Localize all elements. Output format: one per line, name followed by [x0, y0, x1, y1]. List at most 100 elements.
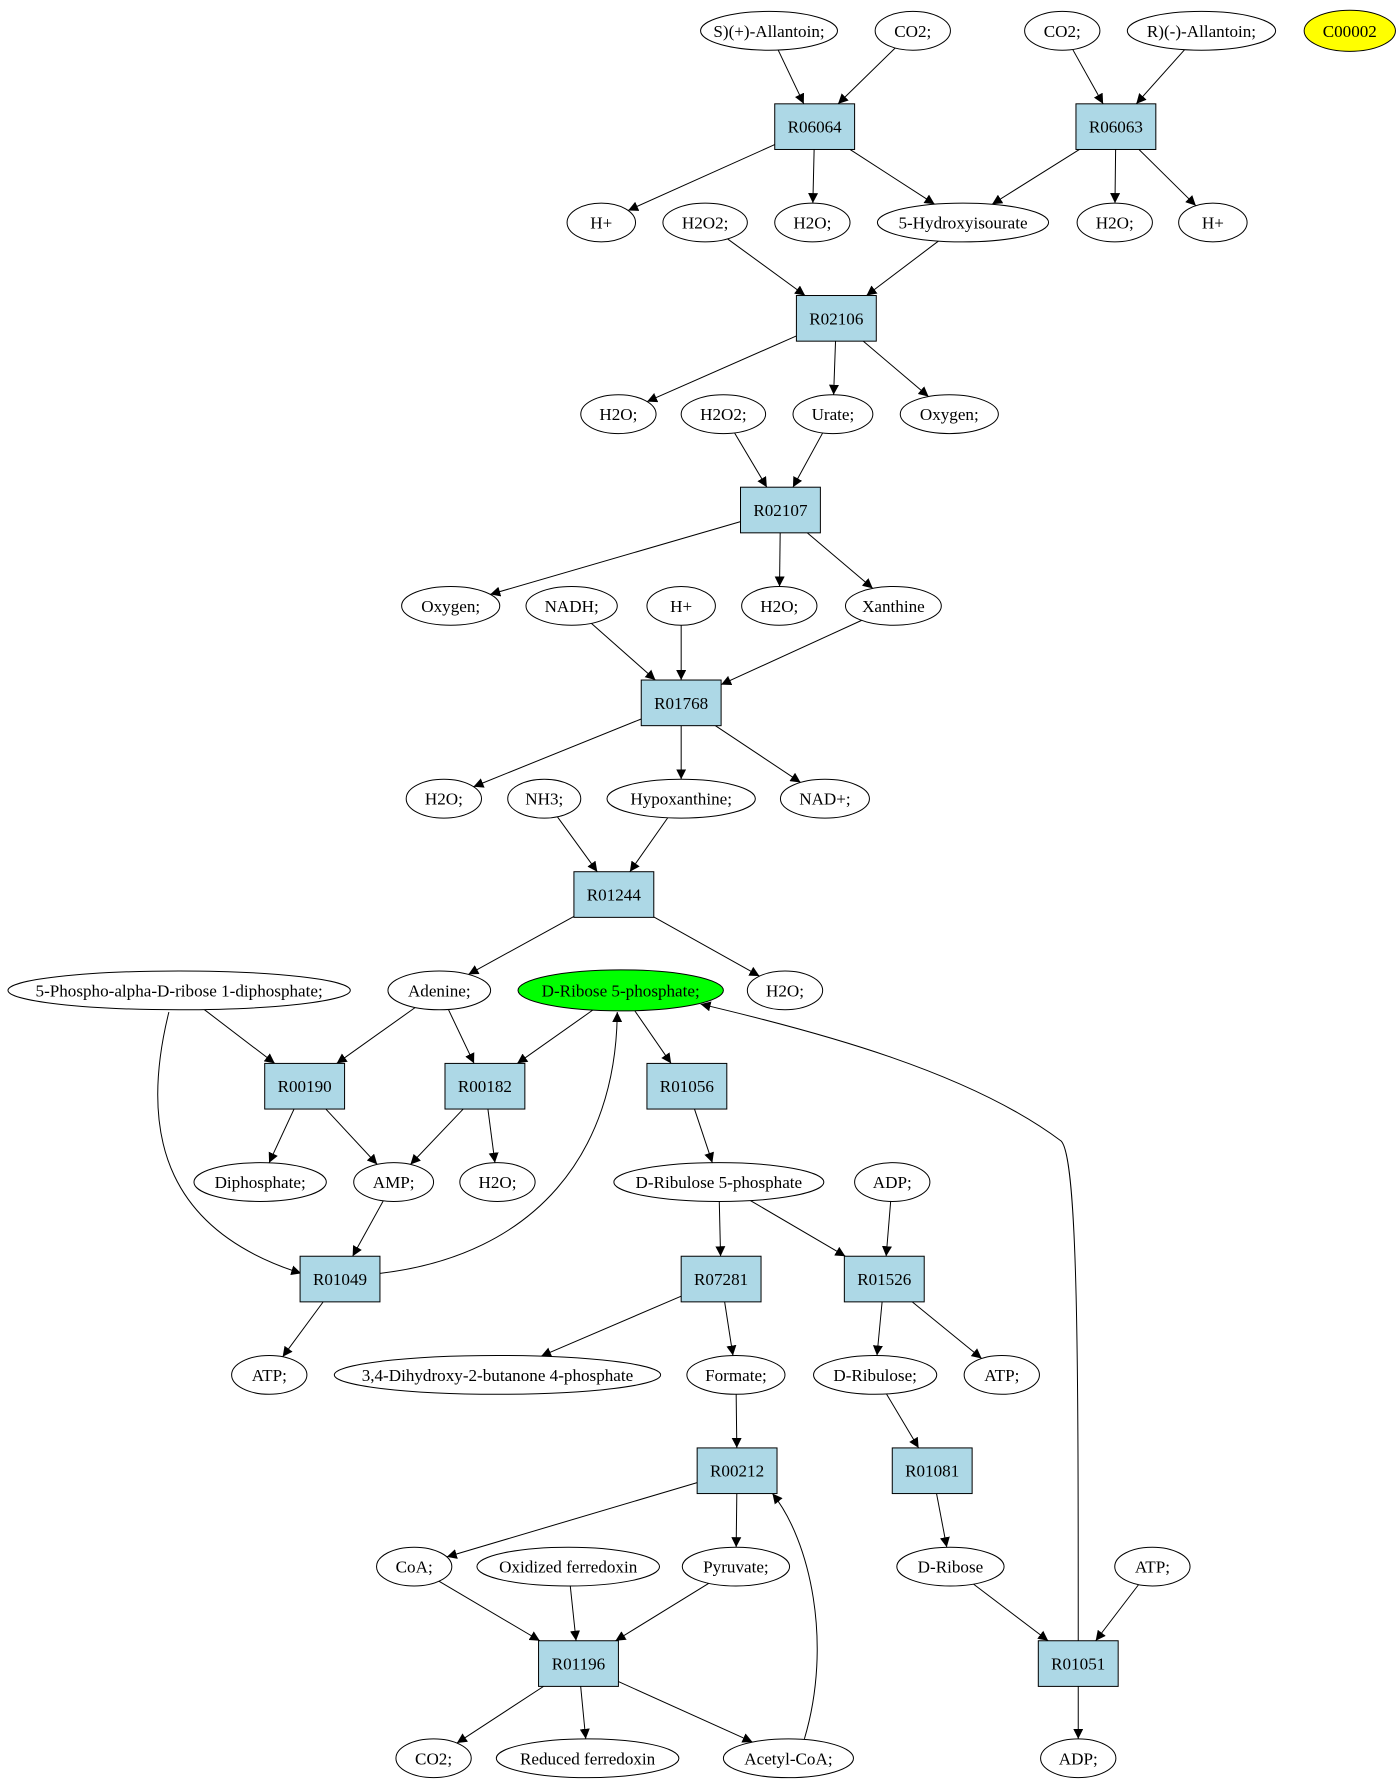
- reaction-box: [891, 1447, 973, 1495]
- reaction-label: R07281: [694, 1270, 748, 1289]
- metabolite-ellipse: [613, 1162, 825, 1202]
- metabolite-node-ru5p[interactable]: D-Ribulose 5-phosphate: [613, 1162, 825, 1202]
- edge-adp_a-to-R01526: [881, 1201, 892, 1257]
- reaction-label: R01051: [1051, 1655, 1105, 1674]
- metabolite-node-nh3[interactable]: NH3;: [507, 778, 582, 819]
- metabolite-node-amp[interactable]: AMP;: [353, 1162, 435, 1202]
- metabolite-ellipse: [779, 778, 870, 819]
- reaction-node-r01049[interactable]: R01049: [299, 1255, 381, 1303]
- reaction-node-r07281[interactable]: R07281: [680, 1255, 762, 1303]
- metabolite-node-h2o_f[interactable]: H2O;: [746, 970, 824, 1011]
- edge-h2o2_b-to-R02107: [734, 432, 768, 488]
- edge-co2_b-to-R06063: [1072, 49, 1104, 105]
- metabolite-node-hypo[interactable]: Hypoxanthine;: [606, 778, 756, 819]
- metabolite-node-atp_b[interactable]: ATP;: [963, 1355, 1040, 1395]
- metabolite-node-h2o_a[interactable]: H2O;: [774, 202, 851, 243]
- reaction-node-r00182[interactable]: R00182: [444, 1062, 526, 1110]
- metabolite-ellipse: [395, 1738, 472, 1779]
- reaction-node-r01526[interactable]: R01526: [843, 1255, 925, 1303]
- metabolite-node-diph[interactable]: Diphosphate;: [193, 1162, 327, 1202]
- metabolite-node-allR[interactable]: R)(-)-Allantoin;: [1126, 10, 1277, 51]
- edge-R02106-to-h2o_c: [646, 335, 797, 403]
- metabolite-node-atp_c[interactable]: ATP;: [1114, 1546, 1191, 1587]
- edge-R02106-to-oxy_a: [862, 340, 929, 397]
- edge-R01081-to-rib: [936, 1493, 950, 1548]
- metabolite-ellipse: [580, 394, 657, 435]
- metabolite-node-h2o2_b[interactable]: H2O2;: [680, 394, 767, 435]
- metabolite-node-r5p[interactable]: D-Ribose 5-phosphate;: [517, 969, 724, 1012]
- metabolite-node-urate[interactable]: Urate;: [792, 394, 874, 435]
- metabolite-node-rul[interactable]: D-Ribulose;: [813, 1355, 938, 1395]
- reaction-node-r01244[interactable]: R01244: [573, 871, 655, 918]
- metabolite-node-h2o_c[interactable]: H2O;: [580, 394, 657, 435]
- metabolite-node-h2o_d[interactable]: H2O;: [741, 585, 818, 626]
- metabolite-label: S)(+)-Allantoin;: [713, 22, 824, 41]
- reaction-node-r06064[interactable]: R06064: [774, 103, 856, 150]
- reaction-node-r00190[interactable]: R00190: [264, 1062, 346, 1110]
- reaction-node-r02107[interactable]: R02107: [740, 486, 821, 534]
- metabolite-node-h2o2_a[interactable]: H2O2;: [662, 202, 748, 243]
- metabolite-node-rib[interactable]: D-Ribose: [896, 1546, 1005, 1587]
- reaction-label: R01081: [905, 1462, 959, 1481]
- reaction-label: R01196: [552, 1655, 606, 1674]
- edge-co2_a-to-R06064: [837, 47, 896, 105]
- metabolite-ellipse: [646, 585, 716, 626]
- reaction-label: R01768: [654, 694, 708, 713]
- metabolite-ellipse: [193, 1162, 327, 1202]
- edge-R02106-to-urate: [828, 341, 839, 395]
- metabolite-label: NAD+;: [799, 790, 850, 809]
- metabolite-ellipse: [844, 585, 942, 626]
- metabolite-node-allS[interactable]: S)(+)-Allantoin;: [700, 10, 838, 51]
- metabolite-node-h2o_e[interactable]: H2O;: [405, 778, 483, 819]
- edge-R02107-to-oxy_b: [490, 521, 741, 597]
- metabolite-node-oxfd[interactable]: Oxidized ferredoxin: [476, 1546, 660, 1587]
- metabolite-node-coa[interactable]: CoA;: [376, 1546, 453, 1587]
- metabolite-ellipse: [1303, 9, 1396, 52]
- metabolite-node-5hiu[interactable]: 5-Hydroxyisourate: [876, 202, 1050, 243]
- metabolite-node-ade[interactable]: Adenine;: [387, 970, 492, 1011]
- metabolite-node-co2_a[interactable]: CO2;: [874, 10, 951, 51]
- metabolite-ellipse: [813, 1355, 938, 1395]
- metabolite-node-hp_b[interactable]: H+: [1178, 202, 1248, 243]
- metabolite-label: Urate;: [812, 405, 855, 424]
- metabolite-node-co2_b[interactable]: CO2;: [1024, 10, 1101, 51]
- metabolite-node-form[interactable]: Formate;: [686, 1355, 786, 1395]
- reaction-node-r00212[interactable]: R00212: [696, 1447, 778, 1495]
- edge-R06063-to-hp_b: [1138, 149, 1197, 207]
- reaction-node-r01081[interactable]: R01081: [891, 1447, 973, 1495]
- metabolite-node-adp_b[interactable]: ADP;: [1040, 1738, 1117, 1779]
- metabolite-node-hp_c[interactable]: H+: [646, 585, 716, 626]
- edge-pyr-to-R01196: [615, 1582, 710, 1642]
- metabolite-ellipse: [774, 202, 851, 243]
- metabolite-node-redfd[interactable]: Reduced ferredoxin: [495, 1738, 680, 1779]
- metabolite-node-oxy_b[interactable]: Oxygen;: [401, 585, 501, 626]
- metabolite-node-h2o_g[interactable]: H2O;: [459, 1162, 536, 1202]
- reaction-box: [640, 679, 722, 727]
- metabolite-node-h2o_b[interactable]: H2O;: [1076, 202, 1153, 243]
- reaction-label: R00182: [458, 1077, 512, 1096]
- metabolite-ellipse: [476, 1546, 660, 1587]
- metabolite-node-hp_a[interactable]: H+: [566, 202, 637, 243]
- reaction-node-r01051[interactable]: R01051: [1037, 1640, 1119, 1687]
- reaction-node-r02106[interactable]: R02106: [795, 295, 877, 342]
- reaction-node-r01056[interactable]: R01056: [646, 1062, 728, 1110]
- metabolite-label: H2O;: [766, 981, 804, 1000]
- reaction-node-r01196[interactable]: R01196: [538, 1640, 619, 1687]
- reaction-node-r01768[interactable]: R01768: [640, 679, 722, 727]
- edge-R00212-to-pyr: [731, 1493, 742, 1548]
- metabolite-label: Pyruvate;: [703, 1558, 769, 1577]
- metabolite-node-prpp[interactable]: 5-Phospho-alpha-D-ribose 1-diphosphate;: [7, 970, 351, 1011]
- metabolite-node-acoa[interactable]: Acetyl-CoA;: [722, 1738, 854, 1779]
- metabolite-node-co2_c[interactable]: CO2;: [395, 1738, 472, 1779]
- metabolite-ellipse: [353, 1162, 435, 1202]
- metabolite-node-atp_a[interactable]: ATP;: [231, 1355, 308, 1395]
- metabolite-node-dhbp[interactable]: 3,4-Dihydroxy-2-butanone 4-phosphate: [333, 1355, 662, 1395]
- metabolite-node-oxy_a[interactable]: Oxygen;: [899, 394, 999, 435]
- metabolite-node-c00002[interactable]: C00002: [1303, 9, 1396, 52]
- metabolite-node-pyr[interactable]: Pyruvate;: [681, 1546, 791, 1587]
- metabolite-node-xan[interactable]: Xanthine: [844, 585, 942, 626]
- metabolite-node-nad[interactable]: NAD+;: [779, 778, 870, 819]
- metabolite-node-adp_a[interactable]: ADP;: [854, 1162, 931, 1202]
- metabolite-node-nadh[interactable]: NADH;: [525, 585, 618, 626]
- reaction-node-r06063[interactable]: R06063: [1075, 103, 1157, 150]
